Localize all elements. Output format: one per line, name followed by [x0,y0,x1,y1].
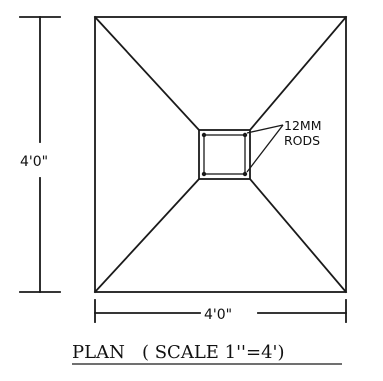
rod-top-left [201,132,207,138]
rod-leader-1 [246,124,284,134]
rod-bottom-right [242,171,248,177]
plan-caption: PLAN ( SCALE 1''=4') [72,342,285,363]
rod-bottom-left [201,171,207,177]
slope-line-top-right [248,15,348,132]
rod-top-right [242,132,248,138]
rod-label-line2: RODS [284,133,320,148]
vertical-dimension-label: 4'0" [20,154,48,170]
column-inner [203,134,246,175]
horizontal-dimension-label: 4'0" [204,307,232,323]
rod-label-line1: 12MM [284,118,321,133]
slope-line-bottom-left [93,177,201,294]
slope-line-top-left [93,15,201,132]
footing-outline [94,16,347,293]
column-outer [198,129,251,180]
slope-line-bottom-right [248,177,348,294]
rod-leader-2 [246,124,284,173]
